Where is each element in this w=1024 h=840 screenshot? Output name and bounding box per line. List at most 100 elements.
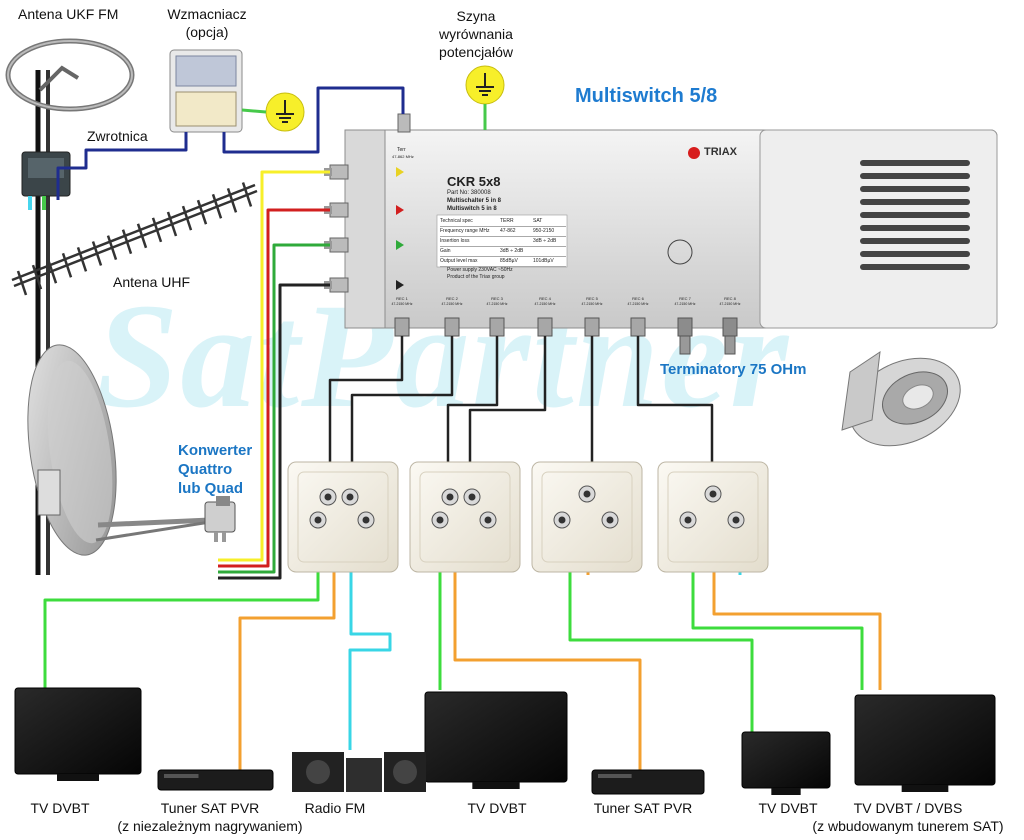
- spec-row: Output level max 85dBµV 101dBµV: [440, 257, 566, 267]
- device-label: Tuner SAT PVR: [160, 800, 260, 816]
- wall-socket: [657, 461, 769, 573]
- sat-input-cable: [218, 243, 330, 574]
- combiner-label: Zwrotnica: [87, 128, 148, 144]
- spec-row: Technical spec TERR SAT: [440, 217, 566, 227]
- device-label: TV DVBT: [467, 800, 527, 816]
- radio-icon: [292, 752, 426, 792]
- sat-receiver-icon: [591, 769, 705, 795]
- ground-wire: [241, 108, 267, 114]
- lnb-label-1: Konwerter: [178, 442, 253, 459]
- terminators-label: Terminatory 75 OHm: [660, 361, 807, 378]
- output-f-port: [444, 317, 460, 337]
- output-f-port: [489, 317, 505, 337]
- sat-input-cable: [218, 170, 330, 562]
- amplifier-label: Wzmacniacz: [167, 6, 247, 22]
- output-label: REC 7: [679, 296, 691, 301]
- busbar-label-2: wyrównania: [439, 26, 513, 42]
- spec-cell: SAT: [533, 218, 543, 224]
- polarity-indicator: [396, 205, 404, 215]
- output-freq: 47-2150 MHz: [391, 302, 413, 306]
- device-label: Radio FM: [304, 800, 366, 816]
- sat-receiver-icon: [157, 769, 274, 791]
- ground-symbol-icon: [265, 92, 305, 132]
- power-spec: Power supply 230VAC ~50Hz: [447, 267, 513, 273]
- spec-cell: Technical spec: [440, 218, 473, 224]
- trunk-cable: [328, 336, 404, 480]
- output-label: REC 4: [539, 296, 551, 301]
- spec-cell: [533, 247, 566, 256]
- spec-cell: 85dBµV: [500, 258, 518, 264]
- output-label: REC 2: [446, 296, 458, 301]
- uhf-antenna-label: Antena UHF: [113, 274, 191, 290]
- output-freq: 47-2150 MHz: [486, 302, 508, 306]
- terr-cable: [56, 132, 188, 200]
- polarity-indicator: [396, 167, 404, 177]
- busbar-label-3: potencjałów: [439, 44, 513, 60]
- tv-cable: [691, 520, 864, 690]
- sat-input-cable: [218, 283, 330, 580]
- part-number: Part No: 380008: [447, 190, 491, 196]
- combiner-icon: [21, 151, 71, 210]
- output-freq: 47-2150 MHz: [581, 302, 603, 306]
- spec-cell: 47-862: [500, 228, 516, 234]
- busbar-label-1: Szyna: [456, 8, 496, 24]
- output-label: REC 6: [632, 296, 644, 301]
- tv-icon: [741, 731, 831, 795]
- tv-icon: [854, 694, 996, 792]
- output-f-port: [677, 317, 693, 355]
- polarity-indicator: [396, 280, 404, 290]
- output-freq: 47-2150 MHz: [627, 302, 649, 306]
- output-f-port: [537, 317, 553, 337]
- lnb-label-2: Quattro: [178, 461, 233, 478]
- output-freq: 47-2150 MHz: [674, 302, 696, 306]
- tv-icon: [14, 687, 142, 781]
- fm-antenna-label: Antena UKF FM: [18, 6, 119, 22]
- fm-cable: [348, 520, 392, 750]
- amplifier-icon: [169, 49, 243, 133]
- name-de: Multischalter 5 in 8: [447, 198, 502, 204]
- output-freq: 47-2150 MHz: [441, 302, 463, 306]
- device-label: TV DVBT: [758, 800, 818, 816]
- satellite-dish-icon: [27, 344, 211, 556]
- tv-icon: [424, 691, 568, 789]
- wall-socket: [287, 461, 399, 573]
- model-name: CKR 5x8: [447, 174, 501, 189]
- spec-cell: 101dBµV: [533, 258, 554, 264]
- wall-socket: [409, 461, 521, 573]
- ground-symbol-icon: [465, 65, 505, 105]
- device-sublabel: (z niezależnym nagrywaniem): [117, 818, 303, 834]
- output-label: REC 5: [586, 296, 598, 301]
- terr-f-port: [397, 113, 411, 133]
- multiswitch-title: Multiswitch 5/8: [575, 85, 718, 107]
- output-label: REC 8: [724, 296, 736, 301]
- spec-cell: Gain: [440, 248, 451, 254]
- spec-cell: Output level max: [440, 258, 478, 264]
- uhf-antenna-icon: [11, 182, 258, 296]
- terminator-connector-icon: [841, 350, 961, 447]
- sat-cable: [453, 520, 642, 770]
- trunk-cable: [446, 336, 499, 480]
- product-note: Product of the Triax group: [447, 274, 505, 280]
- output-f-port: [584, 317, 600, 337]
- fm-antenna-icon: [5, 38, 135, 112]
- device-label: TV DVBT / DVBS: [853, 800, 963, 816]
- polarity-indicator: [396, 240, 404, 250]
- spec-cell: Insertion loss: [440, 238, 470, 244]
- lnb-label-3: lub Quad: [178, 480, 243, 497]
- sat-input-cable: [218, 208, 330, 568]
- output-label: REC 3: [491, 296, 503, 301]
- device-sublabel: (z wbudowanym tunerem SAT): [812, 818, 1004, 834]
- spec-cell: TERR: [500, 218, 514, 224]
- trunk-cable: [468, 336, 547, 480]
- terr-cable: [222, 86, 405, 154]
- device-label: TV DVBT: [30, 800, 90, 816]
- lnb-icon: [204, 496, 236, 542]
- terr-input-label: Terr: [397, 147, 406, 153]
- spec-cell: 950-2150: [533, 228, 555, 234]
- trunk-cable: [350, 336, 454, 480]
